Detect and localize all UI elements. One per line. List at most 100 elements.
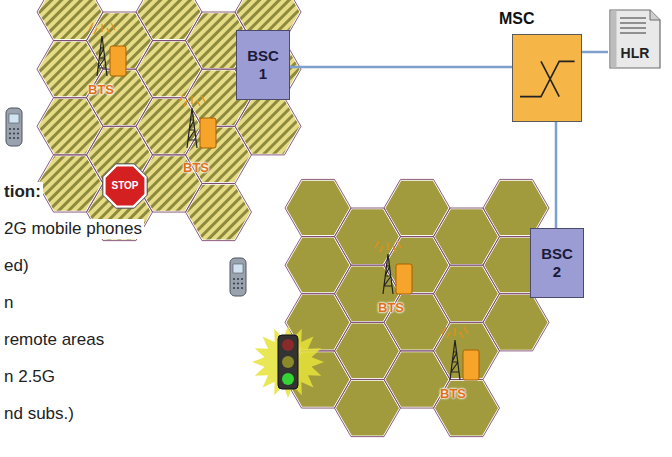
note-text: tion: [2, 182, 43, 202]
msc-switch: MSC [512, 34, 582, 122]
cell-border [335, 208, 401, 265]
light-body [278, 335, 298, 389]
phone-key [17, 137, 19, 139]
cell-border [37, 155, 103, 212]
phone-key [13, 137, 15, 139]
antenna-mast [383, 254, 393, 294]
cell-border [434, 379, 500, 436]
bts-label: BTS [378, 300, 404, 315]
bts-tower [442, 327, 479, 380]
phone-screen [9, 114, 19, 123]
phone-key [241, 278, 243, 280]
hlr-database: HLR [608, 8, 662, 70]
document-shape [610, 10, 660, 68]
phone-key [13, 128, 15, 130]
node-label: MSC [499, 9, 567, 29]
cell-border [384, 237, 450, 294]
cell-border [335, 322, 401, 379]
antenna-mast [187, 108, 197, 148]
antenna-mast [97, 36, 107, 76]
note-text: n [2, 293, 15, 313]
antenna-signal [442, 327, 468, 338]
bts-cabinet [396, 264, 412, 294]
phone-key [13, 132, 15, 134]
link-line [290, 66, 512, 69]
cell-border [136, 0, 202, 41]
phone-key [9, 137, 11, 139]
cell-border [335, 379, 401, 436]
bts-tower [375, 241, 412, 294]
cell-border [285, 237, 351, 294]
phone-key [233, 287, 235, 289]
phone-body [6, 108, 22, 146]
mobile-phone [230, 258, 246, 296]
traffic-light [252, 326, 324, 398]
bsc-box: BSC 2 [530, 228, 584, 298]
document-fold [650, 10, 660, 20]
cell-border [136, 98, 202, 155]
cell-border [186, 183, 252, 240]
bts-cabinet [200, 118, 216, 148]
document-line [620, 17, 646, 18]
document-line [620, 32, 646, 33]
document-line [620, 27, 646, 28]
stop-face [106, 167, 145, 206]
cell-border [285, 179, 351, 236]
note-text: nd subs.) [2, 404, 76, 424]
phone-key [17, 128, 19, 130]
note-text: n 2.5G [2, 367, 57, 387]
cell-border [434, 322, 500, 379]
light-glow [252, 326, 324, 398]
cell-border [136, 41, 202, 98]
antenna-signal [89, 23, 115, 34]
cell-border [434, 208, 500, 265]
phone-body [230, 258, 246, 296]
olive-cell [434, 379, 500, 436]
phone-key [233, 282, 235, 284]
hatched-cell [235, 98, 301, 155]
bts-cabinet [110, 46, 126, 76]
phone-key [237, 282, 239, 284]
note-text: 2G mobile phones [2, 219, 144, 239]
light-lamp [282, 356, 294, 368]
phone-key [241, 287, 243, 289]
hatched-cell [186, 183, 252, 240]
phone-key [17, 132, 19, 134]
switch-lines [520, 61, 575, 96]
stop-outline [103, 164, 147, 208]
note-text: ed) [2, 256, 31, 276]
bts-label: BTS [88, 82, 114, 97]
phone-key [237, 278, 239, 280]
olive-cell [483, 294, 549, 351]
bts-label: BTS [440, 386, 466, 401]
stop-sign [103, 164, 147, 208]
cell-border [37, 0, 103, 41]
phone-key [9, 128, 11, 130]
light-lamp [282, 339, 294, 351]
phone-screen [233, 264, 243, 273]
cell-border [483, 294, 549, 351]
switch-symbol [513, 35, 580, 120]
document-edge [611, 11, 617, 68]
note-text: remote areas [2, 330, 106, 350]
antenna-mast [450, 340, 460, 380]
cell-border [235, 98, 301, 155]
cell-border [37, 98, 103, 155]
phone-key [233, 278, 235, 280]
antenna-signal [179, 95, 205, 106]
link-line [555, 122, 558, 228]
node-label: HLR [621, 45, 650, 61]
bts-tower [89, 23, 126, 76]
cell-cluster [37, 0, 301, 241]
sign-text: STOP [105, 179, 145, 193]
node-label: BSC 1 [243, 47, 283, 83]
light-lamp [282, 373, 294, 385]
bts-tower [179, 95, 216, 148]
antenna-signal [375, 241, 401, 252]
document-line [620, 22, 646, 23]
node-label: BSC 2 [537, 245, 577, 281]
cell-border [434, 265, 500, 322]
phone-key [241, 282, 243, 284]
